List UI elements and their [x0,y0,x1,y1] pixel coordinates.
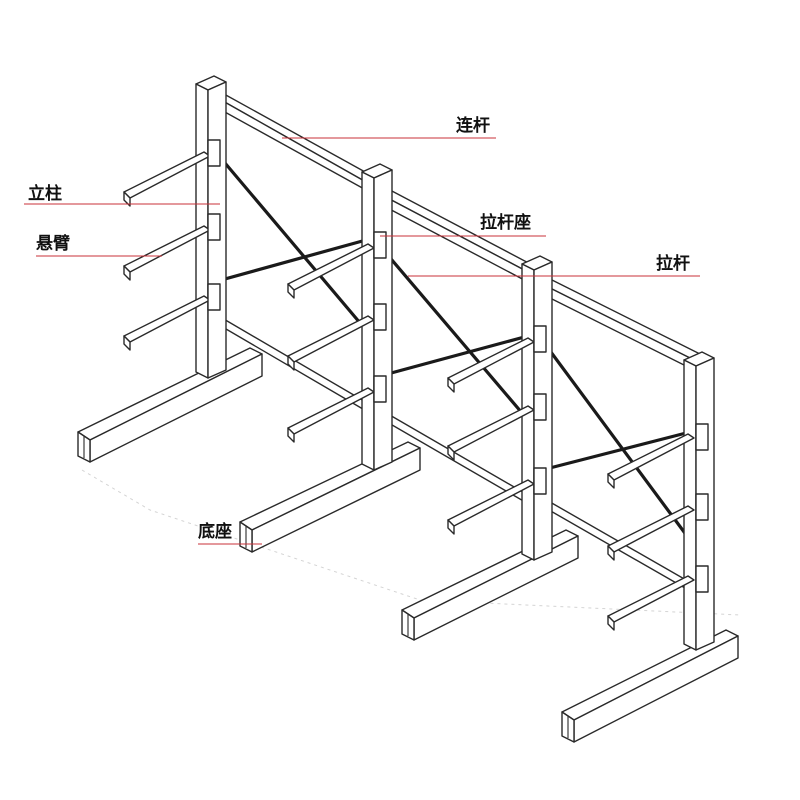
braces [212,148,692,542]
arm-1-1-tip [123,191,131,207]
brace-bay3-cross [540,430,692,472]
brace-bay2-diag [378,244,530,422]
arm-3-1-tip [447,377,455,393]
arm-1-3-tip [123,335,131,351]
bracket-1-3 [207,283,221,311]
brace-bay1-diag [212,148,368,332]
arm-3-2 [447,405,535,453]
arm-2-2 [287,315,375,363]
bracket-2-2 [373,303,387,331]
arm-3-3-tip [447,519,455,535]
label-tie-bar: 连杆 [456,116,490,136]
brace-bay1-cross [212,238,368,284]
base-1-side [89,353,263,463]
bracket-4-3 [695,565,709,593]
arm-2-1-tip [287,283,295,299]
label-brace: 拉杆 [656,254,690,274]
bracket-2-3 [373,375,387,403]
tie-bar-3 [541,279,701,359]
floor-shadow [81,469,741,616]
bracket-3-1 [533,325,547,353]
base-2-top [239,441,421,531]
label-column: 立柱 [28,184,62,204]
arm-1-2-tip [123,265,131,281]
bracket-2-1 [373,231,387,259]
arm-2-3 [287,387,375,435]
upright-3 [401,255,579,641]
upright-4 [561,351,739,743]
brace-bay2-cross [378,334,530,378]
label-brace-seat: 拉杆座 [480,213,531,233]
bracket-1-1 [207,139,221,167]
base-2-side [251,447,421,553]
base-4-side [573,635,739,743]
bracket-3-3 [533,467,547,495]
arm-4-3-tip [607,615,615,631]
arm-3-3 [447,479,535,527]
bracket-3-2 [533,393,547,421]
leader-lines [24,137,700,545]
bracket-4-2 [695,493,709,521]
arm-4-2-tip [607,545,615,561]
bracket-4-1 [695,423,709,451]
column-4-side [683,359,697,651]
bracket-1-2 [207,213,221,241]
base-3-side [413,535,579,641]
arm-4-3 [607,575,695,623]
arm-2-3-tip [287,427,295,443]
base-1-top [77,347,263,441]
label-base: 底座 [198,522,232,542]
arm-2-2-tip [287,355,295,371]
upright-2 [239,163,421,553]
upright-1 [77,75,263,463]
label-arm: 悬臂 [36,234,70,254]
tie-bar-2-side [379,193,529,283]
arm-3-2-tip [447,445,455,461]
tie-bar-3-side [541,283,691,369]
brace-bay3-diag [540,338,692,542]
arm-4-1-tip [607,473,615,489]
